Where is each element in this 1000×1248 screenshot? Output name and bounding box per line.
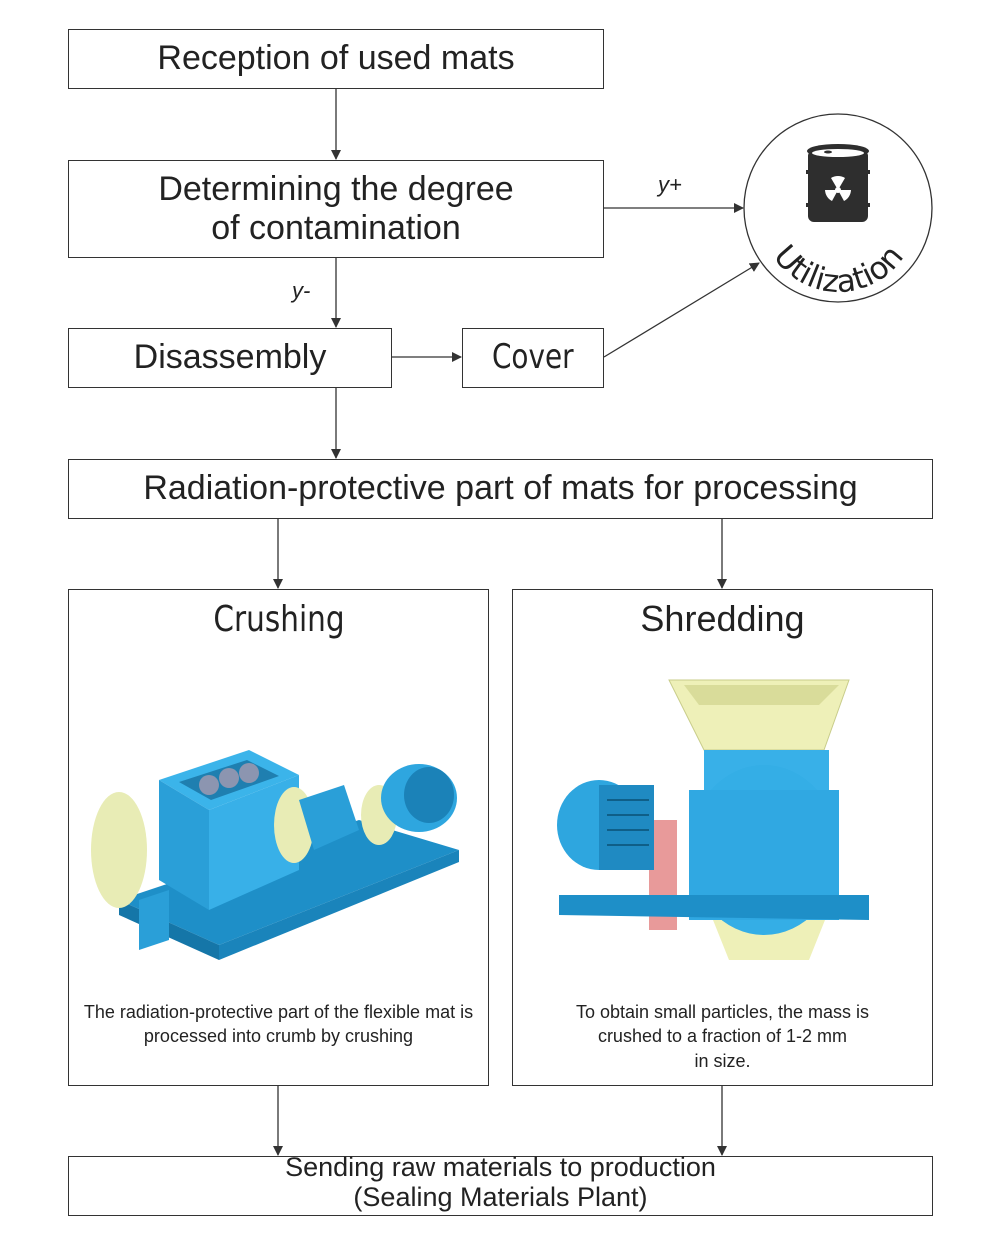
shredding-title: Shredding <box>640 598 805 639</box>
crushing-title-text: Crushing <box>212 599 345 640</box>
determining-label-1: Determining the degree <box>158 169 514 208</box>
shredding-description-1: To obtain small particles, the mass is <box>575 1002 870 1022</box>
shredder-machine-image <box>557 679 869 960</box>
disassembly-box: Disassembly <box>68 328 392 388</box>
shredding-description-2: crushed to a fraction of 1-2 mm <box>597 1026 848 1047</box>
sending-box: Sending raw materials to production (Sea… <box>68 1152 933 1216</box>
shredding-description: To obtain small particles, the mass is c… <box>523 1000 922 1073</box>
radiation-part-box: Radiation-protective part of mats for pr… <box>68 459 933 519</box>
shredding-description-3: in size. <box>694 1050 751 1071</box>
crushing-description: The radiation-protective part of the fle… <box>83 1002 474 1047</box>
y-minus-label: y- <box>292 278 311 303</box>
cover-label: Cover <box>492 337 574 378</box>
sending-label-2: (Sealing Materials Plant) <box>353 1181 648 1212</box>
crushing-title: Crushing <box>69 598 488 640</box>
y-plus-label: y+ <box>658 172 682 197</box>
reception-label: Reception of used mats <box>157 39 515 78</box>
determining-label-2: of contamination <box>211 209 461 247</box>
crushing-box: Crushing The radiation-protective part o… <box>68 589 489 1086</box>
shredding-box: Shredding To obtain small particles, the… <box>512 589 933 1086</box>
determining-box: Determining the degree of contamination <box>68 160 604 258</box>
radiation-part-label: Radiation-protective part of mats for pr… <box>143 469 858 508</box>
cover-box: Cover <box>462 328 604 388</box>
arrow-cover-utilization <box>603 262 760 358</box>
disassembly-label: Disassembly <box>133 338 327 377</box>
reception-box: Reception of used mats <box>68 29 604 89</box>
sending-label-1: Sending raw materials to production <box>285 1152 716 1182</box>
crusher-machine-image <box>91 750 459 960</box>
radioactive-barrel-icon <box>806 144 870 222</box>
